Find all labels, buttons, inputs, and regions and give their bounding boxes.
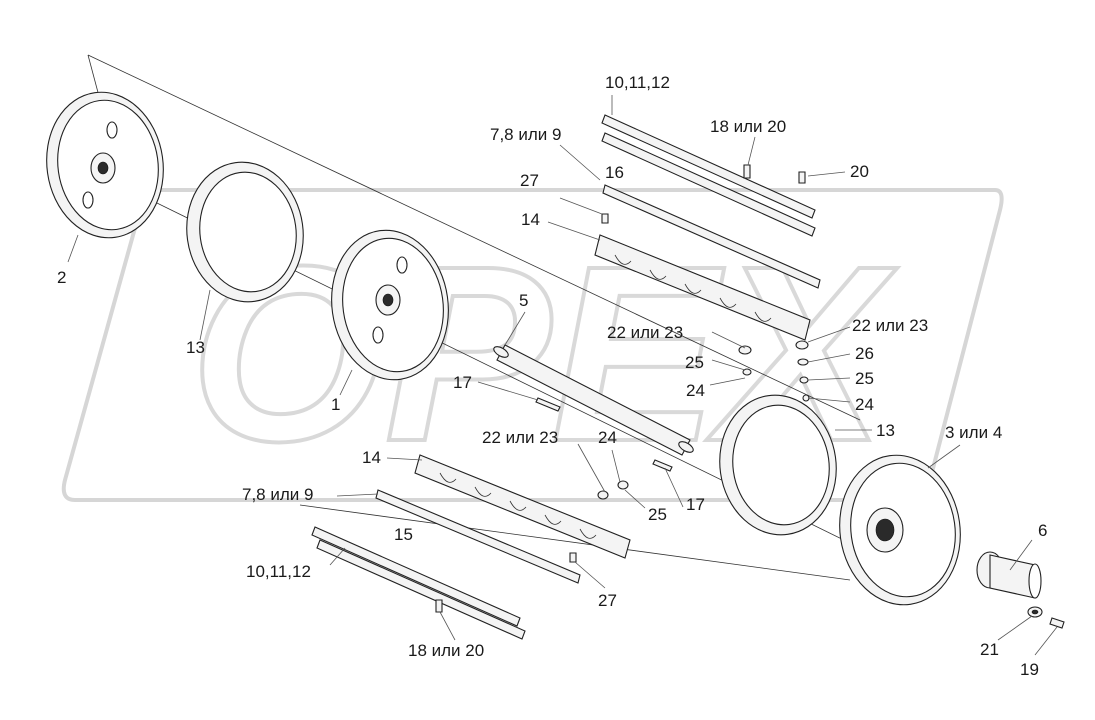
disc-part-1: [331, 229, 449, 381]
callout-18-20-low: 18 или 20: [408, 641, 484, 660]
callout-27-top: 27: [520, 171, 539, 190]
callout-7-8-9-low: 7,8 или 9: [242, 485, 313, 504]
callout-16: 16: [605, 163, 624, 182]
fasteners-lower: [435, 459, 673, 613]
callout-5: 5: [519, 291, 528, 310]
callout-19: 19: [1020, 660, 1039, 679]
callout-22-23-low: 22 или 23: [482, 428, 558, 447]
callout-10-11-12-low: 10,11,12: [246, 562, 311, 581]
holder-part-14-top: [594, 234, 811, 341]
disc-part-2: [46, 91, 164, 239]
fasteners-middle: [738, 340, 810, 402]
disc-part-3-4: [839, 454, 961, 606]
knife-part-16: [602, 184, 821, 289]
knife-part-15: [375, 489, 581, 584]
callout-25-mid: 25: [685, 353, 704, 372]
hub-part-6: [976, 551, 1042, 599]
callout-25-right: 25: [855, 369, 874, 388]
pin-part-17-upper: [535, 397, 561, 412]
callout-24-right: 24: [855, 395, 874, 414]
callout-27-low: 27: [598, 591, 617, 610]
callout-10-11-12-top: 10,11,12: [605, 73, 670, 92]
callout-18-20-top: 18 или 20: [710, 117, 786, 136]
callout-15: 15: [394, 525, 413, 544]
callout-13-right: 13: [876, 421, 895, 440]
leader-lines: [67, 95, 1058, 656]
bolt-part-18-20-top: [601, 164, 806, 224]
callout-24-low: 24: [598, 428, 617, 447]
callout-labels: 2 13 1 10,11,12 18 или 20 20 7,8 или 9 1…: [57, 73, 1047, 679]
callout-13-left: 13: [186, 338, 205, 357]
callout-21: 21: [980, 640, 999, 659]
washer-part-21: [1027, 606, 1043, 618]
holder-part-14-low: [414, 454, 631, 559]
callout-14-low: 14: [362, 448, 381, 467]
callout-25-low: 25: [648, 505, 667, 524]
callout-7-8-9-top: 7,8 или 9: [490, 125, 561, 144]
bolt-part-19: [1049, 617, 1065, 629]
callout-3-4: 3 или 4: [945, 423, 1002, 442]
ring-part-13-left: [186, 161, 304, 303]
callout-1: 1: [331, 395, 340, 414]
callout-20: 20: [850, 162, 869, 181]
callout-2: 2: [57, 268, 66, 287]
shaft-part-5: [493, 344, 694, 456]
callout-17-lower: 17: [686, 495, 705, 514]
callout-17-upper: 17: [453, 373, 472, 392]
callout-26: 26: [855, 344, 874, 363]
callout-22-23-mid: 22 или 23: [607, 323, 683, 342]
bar-part-10-11-12-low: [311, 526, 526, 640]
callout-14-top: 14: [521, 210, 540, 229]
callout-6: 6: [1038, 521, 1047, 540]
callout-22-23-right: 22 или 23: [852, 316, 928, 335]
callout-24-mid: 24: [686, 381, 705, 400]
ring-part-13-right: [719, 394, 837, 536]
